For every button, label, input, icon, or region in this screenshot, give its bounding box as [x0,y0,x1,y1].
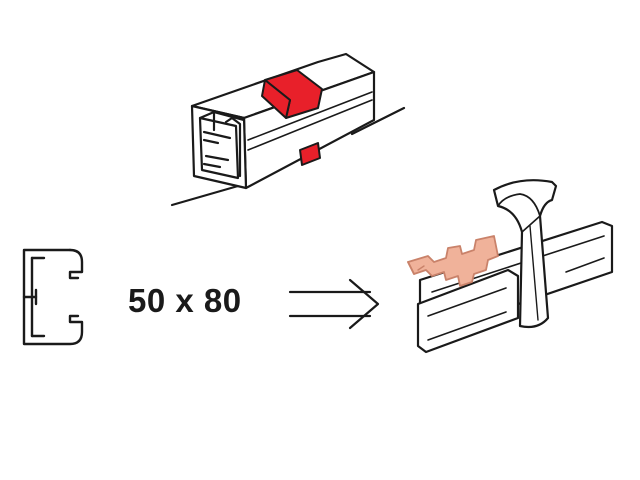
dimension-label: 50 x 80 [128,282,242,319]
cross-section-icon [22,248,84,346]
accessory-illustration [407,179,614,354]
double-line-arrow-icon [288,278,380,330]
joint-cover-band [261,69,323,166]
